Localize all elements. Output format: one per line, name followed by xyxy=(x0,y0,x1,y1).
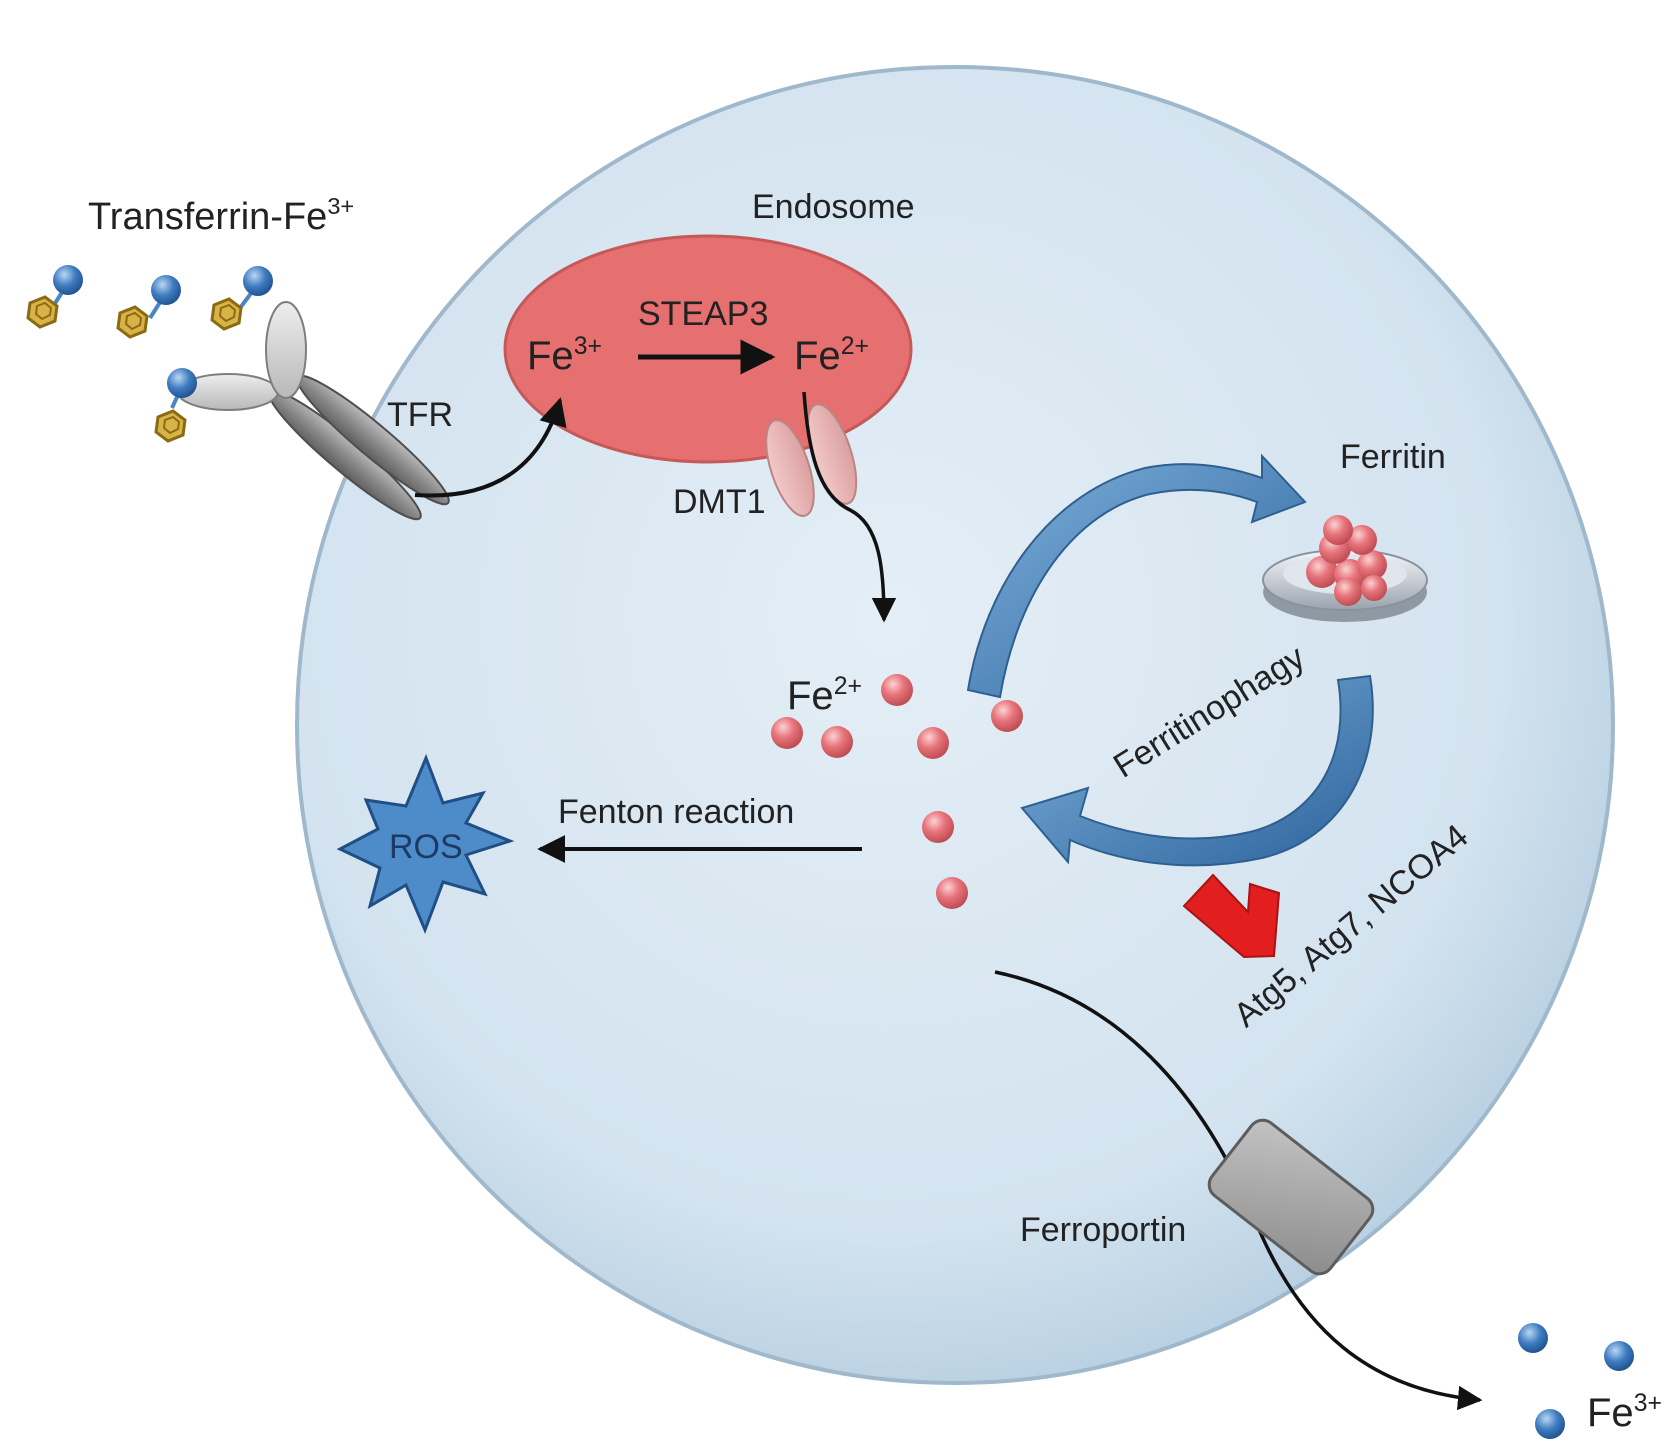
ferritin-particle xyxy=(1262,515,1428,622)
ferroportin-label: Ferroportin xyxy=(1020,1211,1187,1249)
ferritin-storage-arrow xyxy=(966,453,1307,699)
steap3-label: STEAP3 xyxy=(638,295,769,333)
transferrin-label: Transferrin-Fe3+ xyxy=(88,193,355,238)
endosome-label: Endosome xyxy=(752,188,915,226)
ros-star xyxy=(336,753,515,935)
transferrin-fe3-complexes xyxy=(26,265,273,443)
ferritinophagy-arrow xyxy=(1020,674,1374,867)
tfr-uptake-arrow xyxy=(414,397,567,498)
cytosol-fe2-label: Fe2+ xyxy=(787,672,862,718)
fenton-label: Fenton reaction xyxy=(558,793,795,831)
exported-fe3-ions xyxy=(1518,1323,1634,1439)
dmt1-export-arrow xyxy=(802,391,897,623)
ferritin-label: Ferritin xyxy=(1340,438,1446,476)
dmt1-label: DMT1 xyxy=(673,483,766,521)
endosome xyxy=(503,234,913,464)
endosome-fe3-label: Fe3+ xyxy=(527,332,602,378)
exported-fe3-label: Fe3+ xyxy=(1587,1389,1662,1435)
labile-iron-pool xyxy=(771,674,1023,909)
tfr-receptor xyxy=(177,301,450,521)
ferroportin-channel xyxy=(1207,1118,1375,1276)
ferritin-cycle xyxy=(966,453,1374,867)
endosome-fe2-label: Fe2+ xyxy=(794,332,869,378)
cell xyxy=(295,65,1615,1385)
ros-label: ROS xyxy=(389,828,463,866)
tfr-label: TFR xyxy=(387,396,454,434)
regulator-arrow xyxy=(1182,873,1281,959)
dmt1-transporter xyxy=(765,403,858,517)
